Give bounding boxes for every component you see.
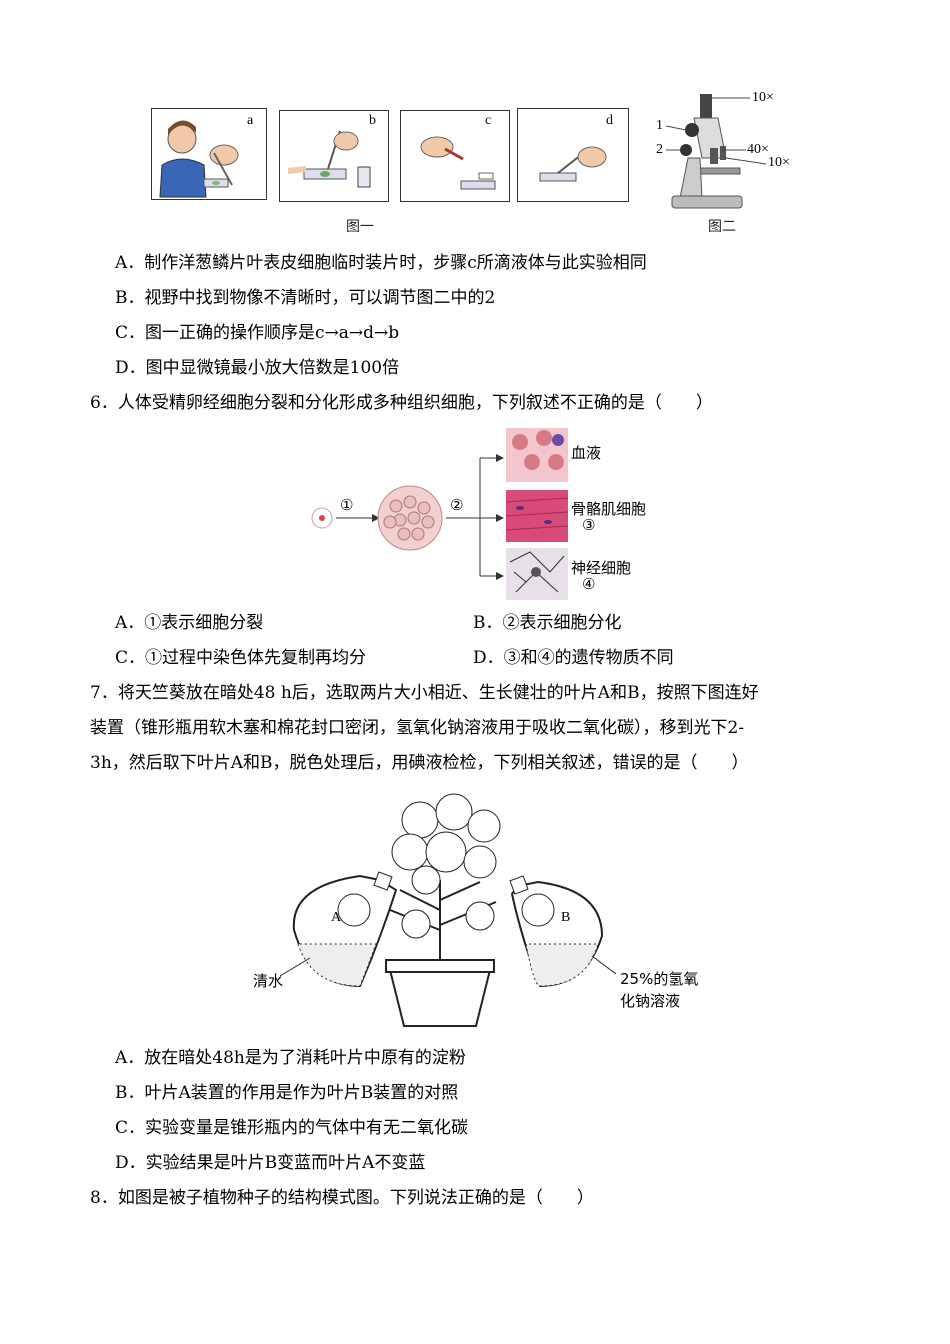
q8-stem: 8．如图是被子植物种子的结构模式图。下列说法正确的是（ ） xyxy=(90,1188,594,1208)
scope-objective10-label: 10× xyxy=(768,155,790,170)
q7-stem-line3: 3h，然后取下叶片A和B，脱色处理后，用碘液检检，下列相关叙述，错误的是（ ） xyxy=(90,753,749,773)
panel-d-label: d xyxy=(606,113,613,128)
nerve-label: 神经细胞 xyxy=(571,559,632,577)
panel-a-label: a xyxy=(247,113,254,128)
naoh-label-line1: 25%的氢氧 xyxy=(620,970,699,988)
q7-option-d: D．实验结果是叶片B变蓝而叶片A不变蓝 xyxy=(115,1153,426,1173)
scope-part1-label: 1 xyxy=(656,118,663,133)
figure1-caption: 图一 xyxy=(346,219,374,235)
water-label: 清水 xyxy=(253,972,284,990)
leaf-b-label: B xyxy=(561,910,571,925)
step1-label: ① xyxy=(340,496,354,514)
panel-a-illustration xyxy=(159,120,239,198)
q6-option-d: D．③和④的遗传物质不同 xyxy=(473,648,674,668)
panel-b: b xyxy=(279,110,389,202)
panel-b-label: b xyxy=(369,113,376,128)
q7-option-b: B．叶片A装置的作用是作为叶片B装置的对照 xyxy=(115,1083,459,1103)
nerve-tissue-image xyxy=(506,548,568,600)
step2-label: ② xyxy=(450,496,464,514)
q5-option-a: A．制作洋葱鳞片叶表皮细胞临时装片时，步骤c所滴液体与此实验相同 xyxy=(115,253,647,273)
scope-objective40-label: 40× xyxy=(747,142,769,157)
muscle-tissue-image xyxy=(505,490,569,542)
potted-plant xyxy=(385,793,501,1027)
panel-d: d xyxy=(517,108,629,202)
naoh-label-line2: 化钠溶液 xyxy=(620,992,681,1010)
q6-option-a: A．①表示细胞分裂 xyxy=(115,613,264,633)
q7-stem-line1: 7．将天竺葵放在暗处48 h后，选取两片大小相近、生长健壮的叶片A和B，按照下图… xyxy=(90,683,759,703)
muscle-number: ③ xyxy=(582,516,596,534)
q5-option-b: B．视野中找到物像不清晰时，可以调节图二中的2 xyxy=(115,288,496,308)
q7-option-c: C．实验变量是锥形瓶内的气体中有无二氧化碳 xyxy=(115,1118,469,1138)
scope-eyepiece-label: 10× xyxy=(752,90,774,105)
q6-option-c: C．①过程中染色体先复制再均分 xyxy=(115,648,367,668)
plant-experiment-diagram xyxy=(279,793,617,1027)
microscope-illustration xyxy=(665,94,767,209)
panel-c: c xyxy=(400,110,510,202)
flask-b xyxy=(509,875,604,988)
panel-c-illustration xyxy=(420,136,496,190)
cell-cluster xyxy=(377,485,443,551)
scope-part2-label: 2 xyxy=(656,142,663,157)
figure2-caption: 图二 xyxy=(708,219,736,235)
panel-a: a xyxy=(151,108,267,200)
panel-b-illustration xyxy=(287,130,371,188)
q6-stem: 6．人体受精卵经细胞分裂和分化形成多种组织细胞，下列叙述不正确的是（ ） xyxy=(90,393,713,413)
blood-tissue-image xyxy=(506,428,568,482)
q7-option-a: A．放在暗处48h是为了消耗叶片中原有的淀粉 xyxy=(115,1048,466,1068)
flask-a xyxy=(292,871,398,988)
q5-option-d: D．图中显微镜最小放大倍数是100倍 xyxy=(115,358,400,378)
q5-option-c: C．图一正确的操作顺序是c→a→d→b xyxy=(115,323,400,343)
nerve-number: ④ xyxy=(582,575,596,593)
leaf-a-label: A xyxy=(331,910,342,925)
panel-c-label: c xyxy=(485,113,492,128)
blood-label: 血液 xyxy=(571,444,602,462)
muscle-label: 骨骼肌细胞 xyxy=(571,500,647,518)
cell-differentiation-diagram xyxy=(311,428,569,600)
q7-stem-line2: 装置（锥形瓶用软木塞和棉花封口密闭，氢氧化钠溶液用于吸收二氧化碳），移到光下2- xyxy=(90,718,745,738)
q6-option-b: B．②表示细胞分化 xyxy=(473,613,622,633)
panel-d-illustration xyxy=(539,146,607,182)
